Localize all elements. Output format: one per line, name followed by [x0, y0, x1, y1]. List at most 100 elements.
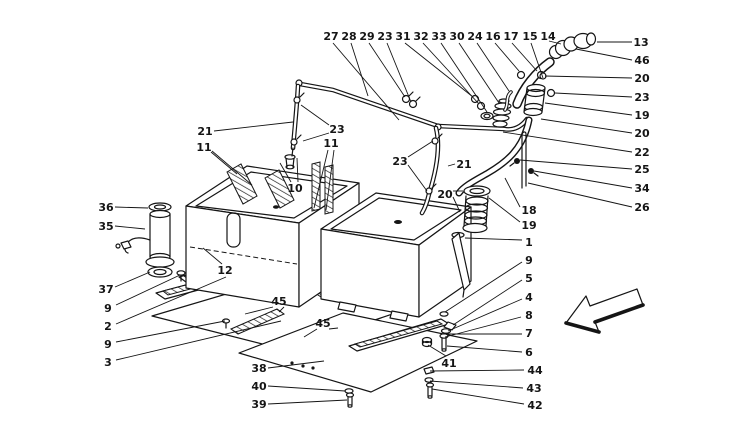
callout-leader-24 [476, 42, 510, 92]
tank-inlet-funnel [451, 231, 471, 298]
callout-leader-16 [494, 42, 520, 72]
fuel-pump-assembly [115, 202, 175, 278]
callout-label-46: 46 [634, 54, 650, 67]
callout-leader-35 [114, 225, 146, 230]
callout-leader-10 [279, 162, 292, 183]
callout-leader-23 [300, 104, 330, 126]
callout-leader-31 [404, 42, 474, 98]
callout-leader-34 [533, 170, 633, 189]
filler-curved-hose [455, 116, 533, 197]
callout-leader-20 [452, 196, 461, 213]
filler-neck-tube [512, 57, 555, 109]
callout-label-41: 41 [441, 357, 456, 370]
callout-label-22: 22 [634, 146, 649, 159]
callout-leader-29 [368, 42, 406, 98]
callout-leader-4 [447, 298, 523, 332]
callout-leader-23 [302, 132, 330, 142]
callout-leader-23 [407, 164, 428, 192]
callout-leader-11 [210, 151, 238, 175]
callout-label-18: 18 [521, 204, 536, 217]
filler-cap [573, 32, 597, 50]
s-hose [503, 90, 513, 112]
callout-leader-45 [328, 327, 339, 330]
callout-label-20: 20 [634, 72, 650, 85]
callout-label-11: 11 [323, 137, 338, 150]
callout-leader-1 [464, 237, 523, 241]
callout-leader-10 [296, 157, 299, 183]
callout-leader-33 [440, 42, 488, 113]
callout-label-35: 35 [98, 220, 113, 233]
callout-leader-6 [446, 345, 523, 353]
callout-label-42: 42 [527, 399, 542, 412]
grommet [480, 111, 494, 121]
callout-label-21: 21 [197, 125, 212, 138]
callout-leader-32 [422, 42, 480, 105]
callout-leader-5 [452, 279, 523, 326]
callout-label-43: 43 [526, 382, 541, 395]
tank-top-fitting [284, 154, 296, 170]
callout-label-26: 26 [634, 201, 650, 214]
callout-leader-45 [244, 306, 274, 315]
callout-label-4: 4 [525, 291, 533, 304]
callout-leader-27 [332, 42, 400, 121]
callout-leader-19 [488, 197, 521, 223]
shield-bolt [221, 318, 231, 329]
callout-label-33: 33 [431, 30, 446, 43]
callout-leader-36 [114, 206, 149, 209]
callout-label-3: 3 [104, 356, 112, 369]
rail-bolt [176, 270, 186, 282]
callout-leader-25 [519, 159, 633, 170]
callout-leader-45 [303, 328, 318, 338]
callout-leader-12 [202, 247, 223, 265]
callout-label-40: 40 [251, 380, 267, 393]
callout-label-7: 7 [525, 327, 533, 340]
nut [421, 336, 433, 348]
callout-label-12: 12 [217, 264, 232, 277]
callout-leader-43 [429, 380, 524, 389]
callout-leader-20 [544, 75, 633, 79]
callout-leader-37 [114, 271, 151, 288]
callout-label-6: 6 [525, 346, 533, 359]
callout-label-10: 10 [287, 182, 303, 195]
callout-leader-22 [502, 131, 633, 153]
fastener-cluster [421, 311, 457, 399]
callout-leader-17 [511, 42, 538, 72]
callout-label-15: 15 [522, 30, 537, 43]
callout-leader-3 [115, 320, 282, 361]
callout-leader-9 [444, 261, 523, 313]
callout-label-1: 1 [525, 236, 533, 249]
callout-label-20: 20 [634, 127, 650, 140]
callout-leader-18 [504, 177, 521, 208]
callout-leader-19 [544, 102, 633, 116]
callout-leader-28 [350, 42, 369, 97]
callout-label-30: 30 [449, 30, 465, 43]
callout-label-19: 19 [634, 109, 649, 122]
callout-leader-11 [325, 149, 335, 211]
callout-leader-21 [213, 121, 294, 132]
callout-label-45: 45 [315, 317, 330, 330]
callout-label-11: 11 [196, 141, 211, 154]
callout-leader-2 [115, 276, 227, 325]
callout-label-16: 16 [485, 30, 501, 43]
callout-label-19: 19 [521, 219, 536, 232]
filler-neck-assembly [455, 32, 597, 197]
callout-label-39: 39 [251, 398, 266, 411]
middle-fuel-hose [419, 125, 443, 216]
callout-label-44: 44 [527, 364, 543, 377]
callout-label-31: 31 [395, 30, 410, 43]
callout-leader-23 [554, 92, 633, 98]
callout-leader-45 [278, 306, 285, 313]
callout-leader-23 [386, 42, 412, 103]
vapor-canister [523, 72, 556, 117]
callout-label-32: 32 [413, 30, 428, 43]
callout-label-29: 29 [359, 30, 374, 43]
callout-label-8: 8 [525, 309, 533, 322]
callout-leader-30 [458, 42, 500, 104]
callout-label-13: 13 [633, 36, 648, 49]
callout-label-24: 24 [467, 30, 483, 43]
callout-label-23: 23 [634, 91, 649, 104]
callout-leader-42 [431, 388, 525, 405]
